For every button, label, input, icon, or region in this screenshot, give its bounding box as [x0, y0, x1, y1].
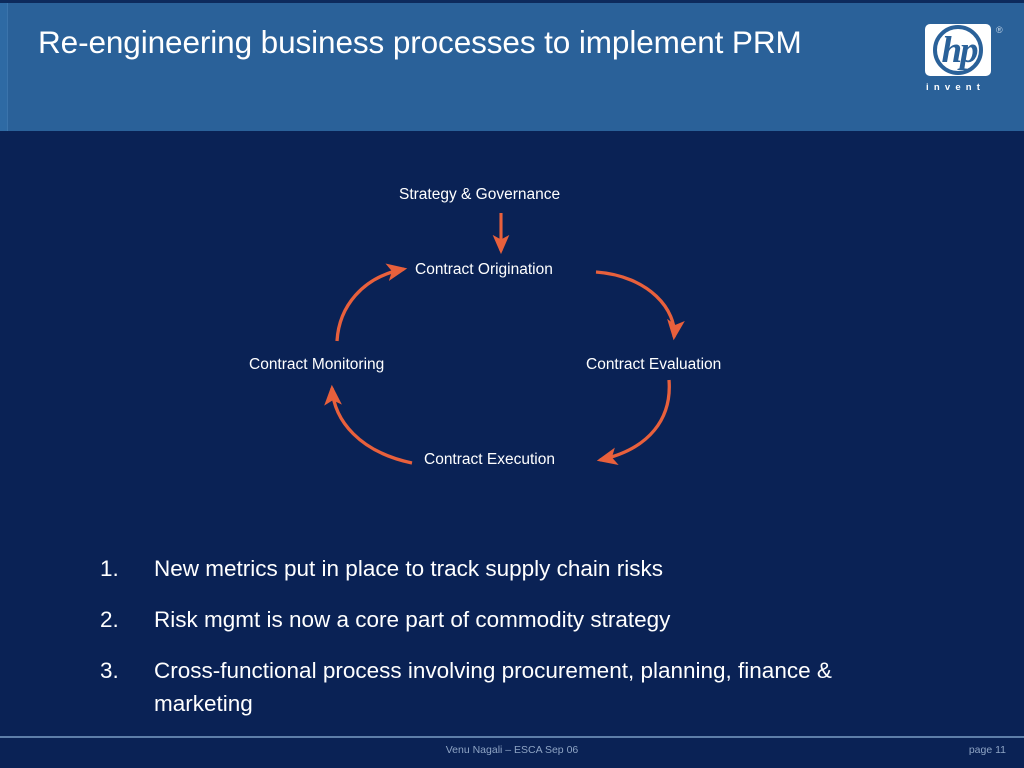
list-item-text: Cross-functional process involving procu…: [154, 658, 832, 716]
list-item: 3. Cross-functional process involving pr…: [100, 654, 930, 720]
slide-footer: Venu Nagali – ESCA Sep 06 page 11: [0, 738, 1024, 768]
diagram-node-contract-execution: Contract Execution: [424, 451, 555, 468]
list-item-text: New metrics put in place to track supply…: [154, 556, 663, 581]
diagram-node-contract-monitoring: Contract Monitoring: [249, 356, 385, 373]
arrow-origination-to-evaluation: [595, 270, 685, 341]
hp-logo-circle-icon: [933, 25, 983, 75]
page-title: Re-engineering business processes to imp…: [38, 24, 802, 60]
list-item: 2. Risk mgmt is now a core part of commo…: [100, 603, 930, 636]
footer-divider: [0, 736, 1024, 738]
arrow-monitoring-to-origination: [335, 263, 408, 342]
hp-logo-box: hp: [925, 24, 991, 76]
page-number: page 11: [968, 744, 1006, 756]
header-left-stripe: [0, 3, 8, 131]
contract-lifecycle-diagram: Strategy & Governance Contract Originati…: [0, 131, 1024, 521]
key-points-list: 1. New metrics put in place to track sup…: [100, 552, 930, 738]
diagram-node-strategy-governance: Strategy & Governance: [399, 186, 561, 203]
diagram-node-contract-origination: Contract Origination: [415, 261, 553, 278]
footer-author-event: Venu Nagali – ESCA Sep 06: [445, 744, 579, 756]
arrow-evaluation-to-execution: [596, 379, 671, 466]
slide-header: Re-engineering business processes to imp…: [0, 0, 1024, 131]
hp-logo-tagline: invent: [926, 82, 986, 93]
arrow-execution-to-monitoring: [324, 384, 413, 465]
list-item-number: 1.: [100, 556, 119, 581]
hp-logo: hp ® invent: [925, 24, 1007, 108]
diagram-node-contract-evaluation: Contract Evaluation: [586, 356, 722, 373]
header-top-rule: [0, 0, 1024, 3]
list-item: 1. New metrics put in place to track sup…: [100, 552, 930, 585]
registered-trademark-icon: ®: [996, 25, 1003, 35]
hp-logo-wordmark: hp: [941, 29, 978, 71]
list-item-number: 3.: [100, 658, 119, 683]
cycle-arrows-svg: [324, 213, 685, 466]
list-item-text: Risk mgmt is now a core part of commodit…: [154, 607, 671, 632]
list-item-number: 2.: [100, 607, 119, 632]
